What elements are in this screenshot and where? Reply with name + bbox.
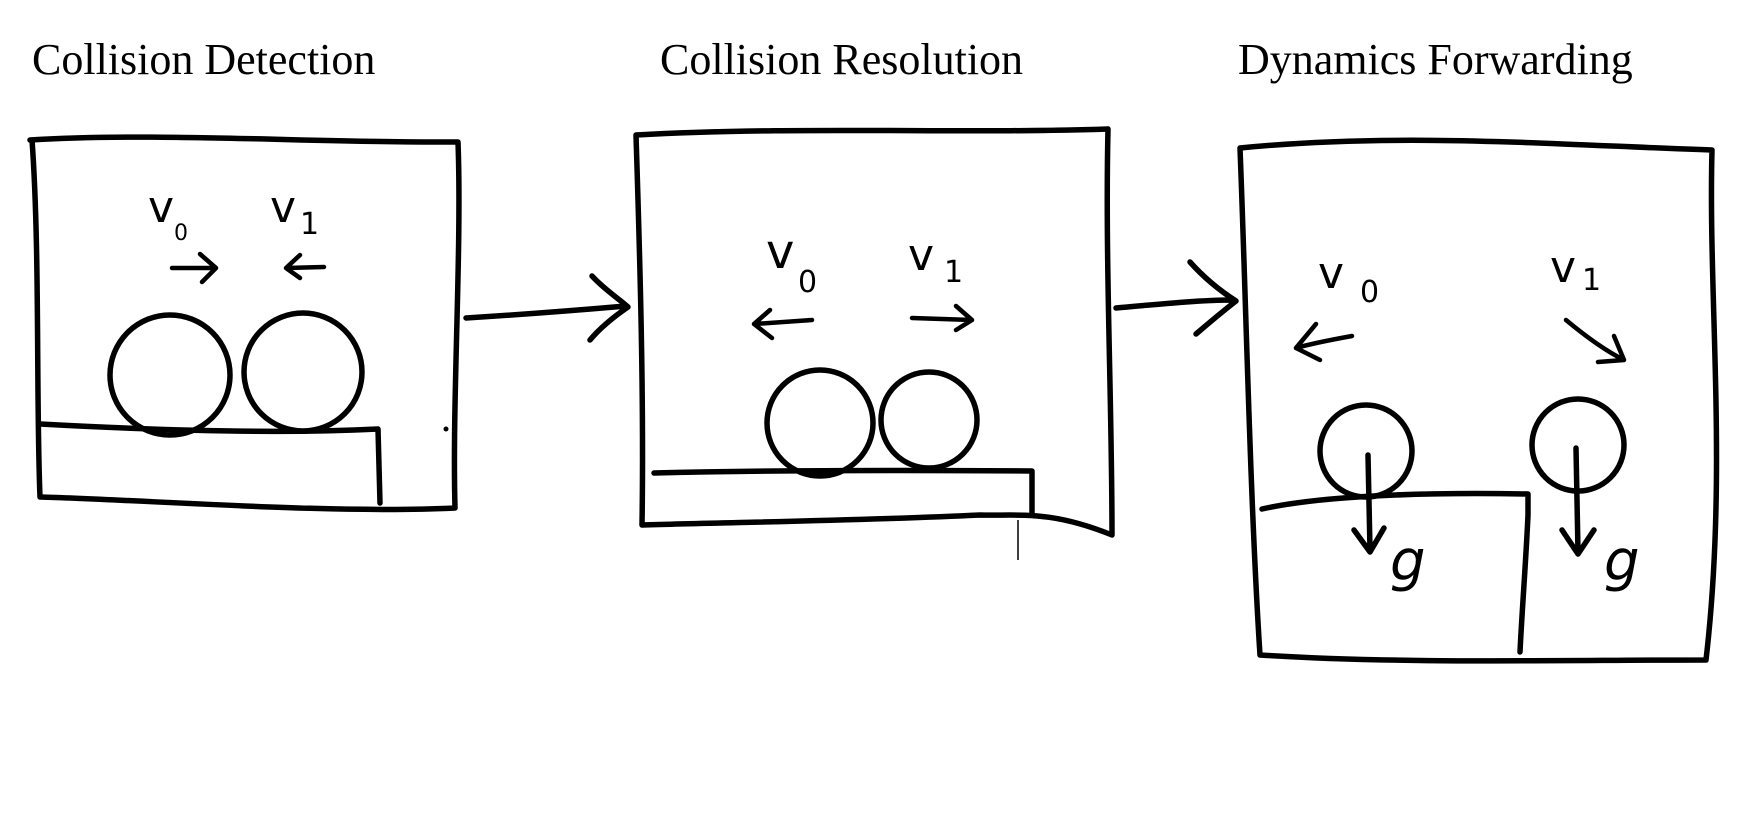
velocity-sub-v1: 1 [1582, 263, 1601, 298]
ball-0 [764, 367, 876, 479]
panel-title-collision-resolution: Collision Resolution [660, 35, 1024, 84]
velocity-label-v0: v [148, 182, 174, 233]
velocity-sub-v1: 1 [944, 255, 963, 290]
ball-1 [241, 310, 365, 434]
velocity-sub-v0: 0 [798, 265, 817, 300]
ink-dot [443, 426, 449, 432]
velocity-arrow-1 [1563, 317, 1627, 365]
velocity-sub-v0: 0 [174, 221, 188, 246]
flow-arrow-2-to-3 [1113, 259, 1239, 337]
panel-title-dynamics-forwarding: Dynamics Forwarding [1238, 35, 1633, 84]
ball-0 [1317, 402, 1415, 500]
velocity-label-v1: v [270, 182, 296, 233]
panel-frame [27, 134, 462, 513]
velocity-label-v0: v [1318, 248, 1344, 299]
velocity-sub-v0: 0 [1360, 275, 1379, 310]
flow-arrow-1-to-2 [463, 273, 631, 343]
velocity-sub-v1: 1 [300, 207, 319, 242]
gravity-label-0: g [1390, 529, 1426, 594]
ground-ledge [1259, 490, 1531, 655]
velocity-arrow-0 [1293, 321, 1355, 363]
panel-frame [633, 126, 1115, 538]
ground-ledge [37, 421, 383, 506]
gravity-label-1: g [1604, 529, 1640, 594]
velocity-arrow-1 [283, 252, 327, 281]
panel-collision-resolution: v 0 v 1 [633, 126, 1115, 560]
panel-title-collision-detection: Collision Detection [32, 35, 376, 84]
panel-dynamics-forwarding: v 0 v 1 g g [1237, 137, 1720, 664]
ball-0 [107, 312, 233, 438]
velocity-arrow-0 [751, 307, 815, 341]
velocity-arrow-0 [169, 251, 219, 285]
ball-1 [878, 369, 980, 471]
ground-ledge [651, 467, 1035, 518]
panel-frame [1237, 137, 1720, 664]
velocity-label-v1: v [908, 230, 934, 281]
velocity-arrow-1 [909, 303, 975, 333]
velocity-label-v0: v [766, 224, 794, 280]
gravity-arrow-1 [1559, 445, 1597, 557]
velocity-label-v1: v [1550, 242, 1576, 293]
gravity-arrow-0 [1351, 452, 1387, 555]
panel-collision-detection: v 0 v 1 [27, 134, 462, 513]
